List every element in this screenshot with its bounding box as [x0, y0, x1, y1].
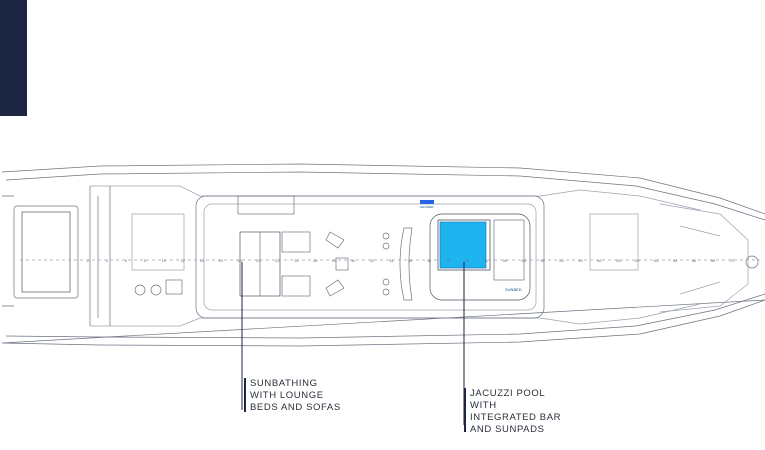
shower-label: SHOWER: [420, 205, 434, 209]
frame-number: 56: [597, 258, 602, 263]
callout-line: JACUZZI POOL: [470, 388, 546, 399]
frame-number: 2: [87, 258, 90, 263]
superstructure: [195, 195, 545, 319]
frame-number: 24: [294, 258, 299, 263]
hull-inner-line: [5, 171, 765, 339]
callout-line: INTEGRATED BAR: [470, 412, 562, 423]
brand-accent-bar: [0, 0, 27, 116]
frame-number: 18: [237, 258, 242, 263]
frame-number: 46: [502, 258, 507, 263]
frame-number: 62: [654, 258, 659, 263]
callout-jacuzzi-bar: [464, 388, 466, 432]
frame-number: 42: [465, 258, 470, 263]
sunbed-label: SUNBED: [505, 287, 522, 292]
frame-number: 20: [256, 258, 261, 263]
callout-line: WITH LOUNGE: [250, 390, 324, 401]
frame-number: 36: [408, 258, 413, 263]
frame-number: 54: [578, 258, 583, 263]
callout-line: WITH: [470, 400, 497, 411]
frame-number: 38: [427, 258, 432, 263]
frame-number: 30: [351, 258, 356, 263]
frame-number: 40: [446, 258, 451, 263]
frame-number: 64: [673, 258, 678, 263]
frame-number: 22: [275, 258, 280, 263]
callout-jacuzzi: JACUZZI POOL WITH INTEGRATED BAR AND SUN…: [464, 388, 561, 436]
frame-number: 16: [218, 258, 223, 263]
frame-number: 48: [521, 258, 526, 263]
frame-number: 66: [692, 258, 697, 263]
frame-number: 44: [484, 258, 489, 263]
frame-number: 34: [389, 258, 394, 263]
frame-number: 58: [616, 258, 621, 263]
frame-number: 26: [313, 258, 318, 263]
frame-number: 6: [125, 258, 128, 263]
frame-number: 28: [332, 258, 337, 263]
frame-number: 32: [370, 258, 375, 263]
callout-line: SUNBATHING: [250, 378, 318, 389]
shower-marker: [420, 200, 434, 204]
frame-number: 68: [711, 258, 716, 263]
frame-number: 8: [144, 258, 147, 263]
callout-sunbathing: SUNBATHING WITH LOUNGE BEDS AND SOFAS: [244, 378, 341, 414]
frame-number: 14: [199, 258, 204, 263]
frame-number: 50: [540, 258, 545, 263]
frame-number: 4: [106, 258, 109, 263]
frame-number: 60: [635, 258, 640, 263]
jacuzzi-pool: [439, 221, 487, 269]
hull-outline: [1, 163, 765, 347]
callout-sunbathing-bar: [244, 378, 246, 412]
frame-number: 10: [162, 258, 167, 263]
stern-platform: [13, 205, 79, 299]
frame-number: 12: [180, 258, 185, 263]
callout-line: BEDS AND SOFAS: [250, 402, 341, 413]
callout-line: AND SUNPADS: [470, 424, 545, 435]
frame-number: 52: [559, 258, 564, 263]
frame-number: 70: [730, 258, 735, 263]
